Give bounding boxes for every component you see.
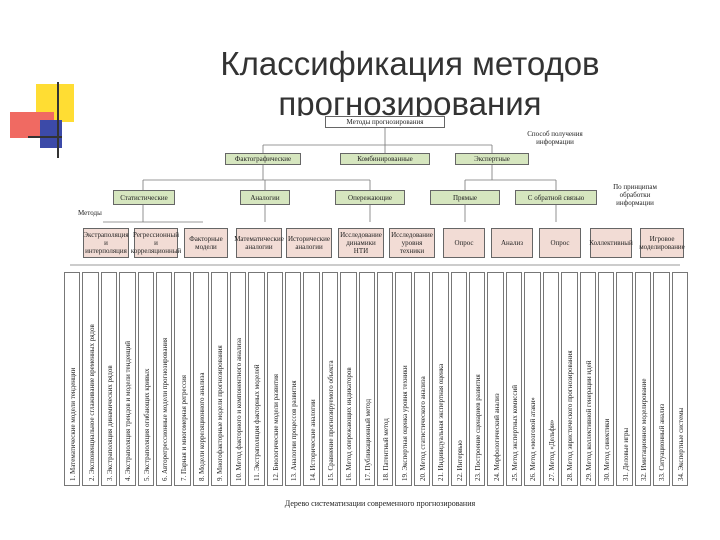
level1-combined: Комбинированные [340, 153, 430, 165]
method-item: 14. Исторические аналогии [303, 272, 320, 486]
annotation-info-source: Способ получения информации [527, 130, 583, 146]
level3-historical-analogies: Исторические аналогии [286, 228, 332, 258]
level2-feedback: С обратной связью [515, 190, 597, 205]
method-item: 20. Метод статистического анализа [413, 272, 431, 486]
method-label: 5. Экстраполяция огибающих кривых [142, 368, 151, 482]
method-label: 22. Интервью [455, 440, 464, 481]
decor-blue-square [40, 120, 62, 148]
method-label: 17. Публикационный метод [363, 398, 372, 481]
method-label: 14. Исторические аналогии [308, 399, 317, 481]
method-label: 31. Деловые игры [621, 427, 630, 481]
method-label: 15. Сравнение прогнозируемого объекта [326, 360, 335, 481]
method-item: 15. Сравнение прогнозируемого объекта [321, 272, 339, 486]
method-label: 27. Метод «Дельфи» [547, 419, 556, 481]
method-label: 7. Парная и многомерная регрессия [179, 374, 188, 481]
method-item: 27. Метод «Дельфи» [542, 272, 560, 486]
method-item: 28. Метод эвристического прогнозирования [561, 272, 578, 486]
level1-factographic: Фактографические [225, 153, 301, 165]
level3-survey-2: Опрос [539, 228, 581, 258]
method-label: 13. Аналогии процессов развития [290, 380, 299, 481]
level2-analogies: Аналогии [240, 190, 290, 205]
level3-game-modeling: Игровое моделирование [639, 228, 685, 258]
method-label: 26. Метод «мозговой атаки» [529, 397, 538, 481]
method-item: 10. Метод факторного и компонентного ана… [229, 272, 247, 486]
title-clip: Классификация методов прогнозирования [150, 44, 670, 116]
method-item: 26. Метод «мозговой атаки» [524, 272, 541, 486]
level2-direct: Прямые [430, 190, 500, 205]
method-item: 22. Интервью [450, 272, 468, 486]
level3-survey-1: Опрос [443, 228, 485, 258]
method-label: 25. Метод экспертных комиссий [511, 385, 520, 481]
method-label: 3. Экстраполяция динамических рядов [106, 365, 115, 481]
method-item: 31. Деловые игры [616, 272, 633, 486]
method-label: 6. Авторегрессионные модели прогнозирова… [161, 337, 170, 481]
diagram-caption: Дерево систематизации современного прогн… [284, 499, 476, 508]
method-label: 24. Морфологический анализ [492, 393, 501, 481]
method-item: 3. Экстраполяция динамических рядов [100, 272, 118, 486]
method-label: 4. Экстраполяция трендов и модели тенден… [124, 340, 133, 481]
method-item: 7. Парная и многомерная регрессия [174, 272, 191, 486]
method-item: 30. Метод синектики [597, 272, 615, 486]
method-label: 23. Построение сценариев развития [474, 374, 483, 481]
method-label: 19. Экспертная оценка уровня техники [400, 365, 409, 481]
decor-vertical-line [57, 82, 59, 158]
method-label: 20. Метод статистического анализа [419, 376, 428, 481]
root-node: Методы прогнозирования [325, 116, 445, 128]
level1-expert: Экспертные [455, 153, 529, 165]
method-label: 10. Метод факторного и компонентного ана… [234, 338, 243, 481]
page-title: Классификация методов прогнозирования [220, 45, 600, 116]
method-item: 5. Экстраполяция огибающих кривых [137, 272, 155, 486]
method-item: 8. Модели корреляционного анализа [192, 272, 210, 486]
method-item: 4. Экстраполяция трендов и модели тенден… [119, 272, 136, 486]
method-item: 29. Метод коллективной генерации идей [579, 272, 596, 486]
method-item: 34. Экспертные системы [671, 272, 688, 486]
level3-nti-dynamics: Исследование динамики НТИ [338, 228, 384, 258]
level3-label: Методы [78, 209, 102, 217]
method-label: 8. Модели корреляционного анализа [198, 372, 207, 481]
method-label: 18. Патентный метод [382, 418, 391, 481]
method-label: 11. Экстраполяция факторных моделей [253, 364, 262, 481]
method-item: 13. Аналогии процессов развития [284, 272, 302, 486]
method-item: 17. Публикационный метод [358, 272, 375, 486]
method-label: 28. Метод эвристического прогнозирования [566, 350, 575, 481]
annotation-processing: По принципам обработки информации [613, 183, 657, 207]
method-label: 9. Многофакторные модели прогнозирования [216, 345, 225, 481]
level2-statistical: Статистические [113, 190, 175, 205]
method-item: 21. Индивидуальная экспертная оценка [432, 272, 449, 486]
level3-analysis: Анализ [491, 228, 533, 258]
method-item: 2. Экспоненциальное сглаживание временны… [82, 272, 99, 486]
method-item: 24. Морфологический анализ [487, 272, 504, 486]
method-item: 33. Ситуационный анализ [653, 272, 670, 486]
method-label: 12. Биологические модели развития [271, 373, 280, 481]
method-item: 1. Математические модели тенденции [64, 272, 81, 486]
method-item: 19. Экспертная оценка уровня техники [395, 272, 412, 486]
method-label: 21. Индивидуальная экспертная оценка [437, 363, 446, 481]
method-label: 16. Метод опережающих индикаторов [345, 367, 354, 481]
decor-horizontal-line [28, 136, 62, 138]
level3-tech-level: Исследование уровня техники [389, 228, 435, 258]
method-item: 32. Имитационное моделирование [634, 272, 652, 486]
method-item: 16. Метод опережающих индикаторов [340, 272, 357, 486]
method-label: 1. Математические модели тенденции [69, 367, 78, 481]
method-label: 33. Ситуационный анализ [658, 403, 667, 481]
method-item: 11. Экстраполяция факторных моделей [248, 272, 265, 486]
method-label: 2. Экспоненциальное сглаживание временны… [87, 324, 96, 481]
level3-factor-models: Факторные модели [184, 228, 228, 258]
level3-collective: Коллективный [589, 228, 633, 258]
level3-regression: Регрессионный и корреляционный [131, 228, 181, 258]
method-item: 12. Биологические модели развития [266, 272, 283, 486]
method-label: 29. Метод коллективной генерации идей [584, 360, 593, 481]
level2-leading: Опережающие [335, 190, 405, 205]
method-item: 18. Патентный метод [377, 272, 394, 486]
method-item: 9. Многофакторные модели прогнозирования [211, 272, 228, 486]
method-label: 34. Экспертные системы [676, 407, 685, 481]
method-label: 32. Имитационное моделирование [639, 378, 648, 481]
method-label: 30. Метод синектики [603, 418, 612, 481]
method-item: 6. Авторегрессионные модели прогнозирова… [156, 272, 173, 486]
level3-math-analogies: Математические аналогии [234, 228, 284, 258]
level3-extrapolation: Экстраполяция и интерполяция [83, 228, 129, 258]
method-item: 25. Метод экспертных комиссий [505, 272, 523, 486]
method-item: 23. Построение сценариев развития [469, 272, 486, 486]
